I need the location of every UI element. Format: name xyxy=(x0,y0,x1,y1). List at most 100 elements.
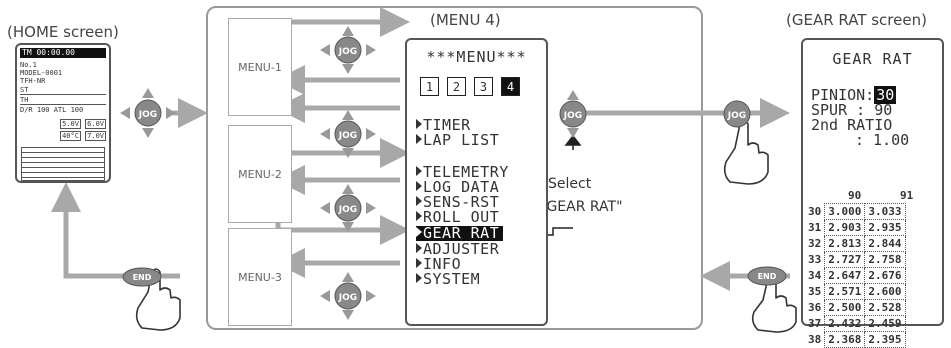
home-screen: TM 00:00.00 No.1 MODEL-0001 TFH-NR ST TH… xyxy=(15,43,111,183)
table-cell-r91: 2.676 xyxy=(865,268,905,284)
menu-3-label: MENU-3 xyxy=(238,271,282,284)
jog-button-menu2[interactable]: JOG xyxy=(320,110,376,158)
table-cell-pinion: 31 xyxy=(808,220,825,236)
page-tab-3[interactable]: 3 xyxy=(474,77,493,96)
table-cell-pinion: 34 xyxy=(808,268,825,284)
menu-item-gear-rat[interactable]: GEAR RAT xyxy=(416,226,503,241)
home-timer: TM 00:00.00 xyxy=(20,48,106,58)
home-temp: 40°C 7.0V xyxy=(20,133,106,140)
table-cell-pinion: 32 xyxy=(808,236,825,252)
table-row: 303.0003.033 xyxy=(808,204,905,220)
table-cell-pinion: 33 xyxy=(808,252,825,268)
menu-item-lap-list[interactable]: LAP LIST xyxy=(416,133,499,148)
home-trims: D/R 100 ATL 100 xyxy=(20,107,106,114)
page-tab-1[interactable]: 1 xyxy=(420,77,439,96)
menu4-screen: ***MENU*** 1 2 3 4 TIMER LAP LIST TELEME… xyxy=(405,38,548,326)
jog-button-menu3[interactable]: JOG xyxy=(320,272,376,320)
home-model-no: No.1 xyxy=(20,62,106,69)
jog-button-menu2b[interactable]: JOG xyxy=(320,184,376,232)
table-cell-r91: 2.600 xyxy=(865,284,905,300)
table-cell-pinion: 37 xyxy=(808,316,825,332)
menu-item-roll-out[interactable]: ROLL OUT xyxy=(416,210,499,225)
table-cell-r90: 2.813 xyxy=(825,236,865,252)
menu-1-label: MENU-1 xyxy=(238,61,282,74)
home-volts: 5.0V 6.0V xyxy=(20,121,106,128)
menu-pointer-icon xyxy=(416,119,422,129)
table-cell-r91: 2.395 xyxy=(865,332,905,348)
svg-text:JOG: JOG xyxy=(727,111,746,121)
table-cell-r90: 2.500 xyxy=(825,300,865,316)
menu-2-label: MENU-2 xyxy=(238,168,282,181)
jog-button-gear[interactable]: JOG xyxy=(722,100,752,128)
table-cell-r91: 2.459 xyxy=(865,316,905,332)
home-status-grid xyxy=(21,147,105,181)
table-cell-r91: 3.033 xyxy=(865,204,905,220)
ratio-value[interactable]: : 1.00 xyxy=(855,133,909,148)
menu-1-box[interactable]: MENU-1 xyxy=(228,18,292,116)
table-cell-pinion: 35 xyxy=(808,284,825,300)
home-st: ST xyxy=(20,87,106,95)
table-cell-r91: 2.758 xyxy=(865,252,905,268)
table-cell-r90: 2.432 xyxy=(825,316,865,332)
table-cell-pinion: 38 xyxy=(808,332,825,348)
menu-item-system[interactable]: SYSTEM xyxy=(416,272,480,287)
jog-button-home[interactable]: JOG xyxy=(120,88,176,138)
menu-pointer-icon xyxy=(416,243,422,253)
home-model-name: MODEL-0001 xyxy=(20,70,106,77)
table-cell-r90: 2.903 xyxy=(825,220,865,236)
end-button-gear[interactable]: END xyxy=(747,265,787,287)
jog-button-menu1[interactable]: JOG xyxy=(320,26,376,74)
table-cell-r90: 2.571 xyxy=(825,284,865,300)
jog-button-menu4[interactable]: JOG xyxy=(545,90,601,138)
table-cell-r90: 2.647 xyxy=(825,268,865,284)
page-tab-2[interactable]: 2 xyxy=(447,77,466,96)
table-cell-r91: 2.844 xyxy=(865,236,905,252)
menu-pointer-icon xyxy=(416,134,422,144)
table-cell-pinion: 36 xyxy=(808,300,825,316)
table-cell-pinion: 30 xyxy=(808,204,825,220)
svg-text:JOG: JOG xyxy=(338,47,357,57)
svg-text:JOG: JOG xyxy=(338,131,357,141)
menu-3-box[interactable]: MENU-3 xyxy=(228,228,292,326)
menu-pointer-icon xyxy=(416,166,422,176)
page-tab-4[interactable]: 4 xyxy=(501,77,520,96)
svg-text:END: END xyxy=(133,273,152,282)
select-note-line2: "GEAR RAT" xyxy=(540,199,623,215)
menu-pointer-icon xyxy=(416,196,422,206)
gear-rat-screen: GEAR RAT PINION:30 SPUR : 90 2nd RATIO :… xyxy=(801,38,944,326)
end-button-home[interactable]: END xyxy=(122,266,162,288)
menu-pointer-icon xyxy=(416,227,422,237)
svg-text:JOG: JOG xyxy=(338,205,357,215)
menu4-title: ***MENU*** xyxy=(407,48,546,66)
select-note-line1: Select xyxy=(548,176,591,192)
col-header-90: 90 xyxy=(848,189,861,202)
gear-rat-title: GEAR RAT xyxy=(803,50,942,68)
col-header-91: 91 xyxy=(900,189,913,202)
menu-pointer-icon xyxy=(416,181,422,191)
menu-2-box[interactable]: MENU-2 xyxy=(228,125,292,223)
table-cell-r90: 2.727 xyxy=(825,252,865,268)
table-cell-r90: 2.368 xyxy=(825,332,865,348)
svg-text:JOG: JOG xyxy=(138,110,157,120)
home-tfh: TFH-NR xyxy=(20,78,106,85)
table-cell-r91: 2.935 xyxy=(865,220,905,236)
svg-text:JOG: JOG xyxy=(338,293,357,303)
home-th: TH xyxy=(20,97,106,105)
svg-text:JOG: JOG xyxy=(563,111,582,121)
menu-pointer-icon xyxy=(416,211,422,221)
table-cell-r91: 2.528 xyxy=(865,300,905,316)
menu4-page-tabs: 1 2 3 4 xyxy=(420,77,520,96)
svg-text:END: END xyxy=(758,272,777,281)
menu-pointer-icon xyxy=(416,258,422,268)
table-cell-r90: 3.000 xyxy=(825,204,865,220)
menu-pointer-icon xyxy=(416,273,422,283)
